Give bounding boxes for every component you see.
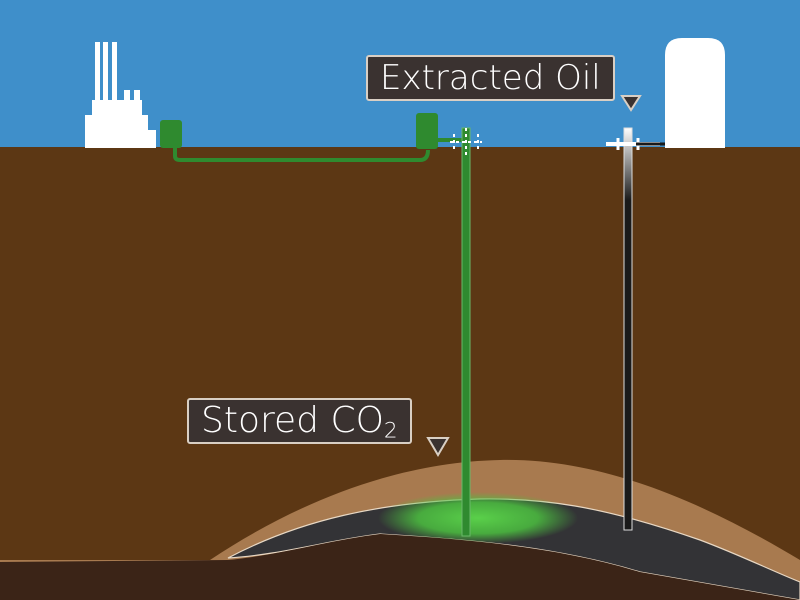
extracted-oil-text: Extracted Oil xyxy=(380,58,601,98)
stored-co2-subscript: 2 xyxy=(383,418,398,444)
oil-label-pointer xyxy=(620,95,642,112)
extracted-oil-label: Extracted Oil xyxy=(366,55,615,101)
oil-well xyxy=(606,127,668,531)
co2-plume xyxy=(378,492,578,544)
power-plant-icon xyxy=(85,42,156,148)
co2-wellhead-icon xyxy=(450,128,482,158)
deep-ground xyxy=(0,534,800,600)
oil-storage-tank-icon xyxy=(665,38,725,148)
stored-co2-label: Stored CO2 xyxy=(187,398,412,444)
stored-co2-text: Stored CO xyxy=(201,400,384,441)
co2-label-pointer xyxy=(426,437,450,457)
